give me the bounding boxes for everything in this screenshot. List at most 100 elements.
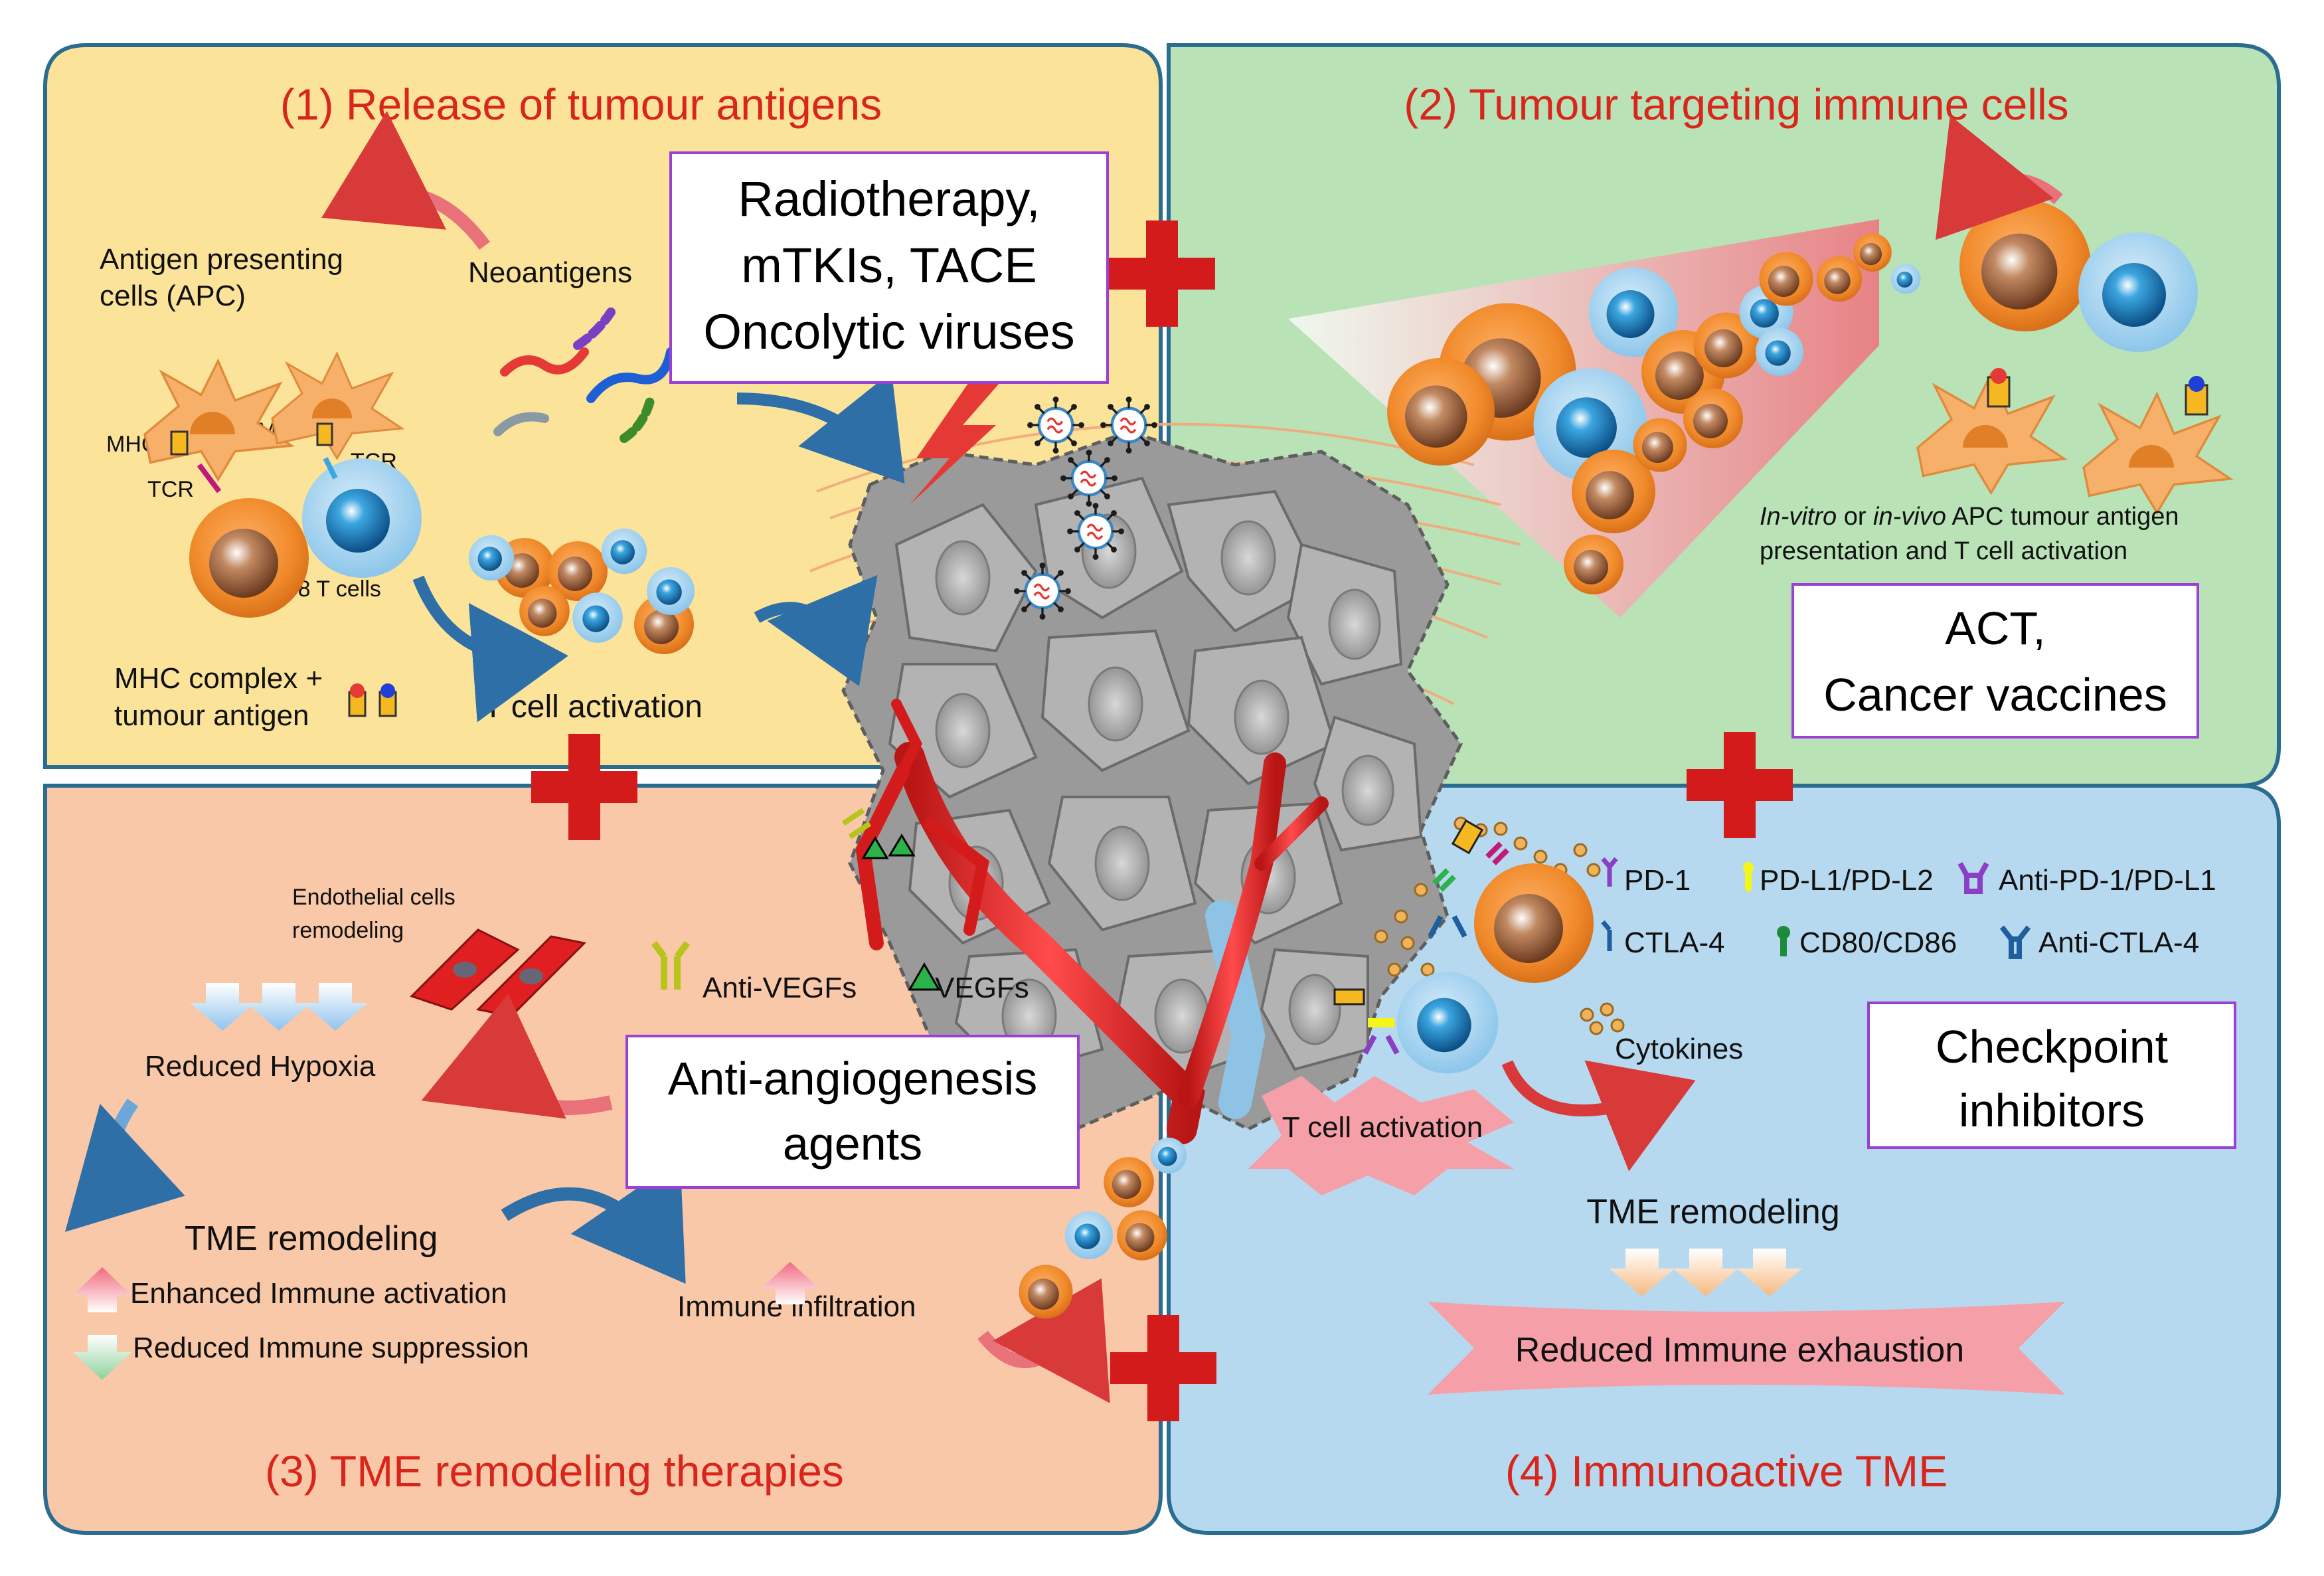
t-cell-icon (1564, 535, 1623, 594)
infiltration-arrow (736, 371, 905, 484)
legend-cd80: CD80/CD86 (1799, 926, 1957, 959)
neoantigen-icons (493, 307, 675, 443)
mhc-complex-icon (348, 683, 397, 717)
radiotherapy-line2: mTKIs, TACE (741, 238, 1037, 293)
act-line1: ACT, (1945, 602, 2046, 654)
t-cell-icon (189, 498, 309, 618)
t-cell-icon (647, 567, 695, 615)
down-arrow-icons (190, 983, 368, 1031)
infiltration-arrow (754, 574, 878, 687)
endothelial-label-line2: remodeling (292, 918, 404, 943)
tme-remodeling-label-q4: TME remodeling (1586, 1193, 1839, 1231)
activation-arrow (412, 575, 568, 723)
quadrant-4-title: (4) Immunoactive TME (1505, 1446, 1948, 1496)
t-cell-activation-burst: T cell activation (1248, 1076, 1514, 1195)
legend-ctla4: CTLA-4 (1624, 926, 1725, 959)
up-arrow-icon (73, 1267, 131, 1312)
invitro-rest: APC tumour antigen (1946, 503, 2179, 531)
t-cell-icon (1117, 1210, 1167, 1261)
legend-anti-ctla: Anti-CTLA-4 (2038, 926, 2199, 959)
tcr-icon (197, 463, 222, 493)
t-cell-activation-label-q4: T cell activation (1282, 1111, 1483, 1144)
invitro-italic-2: in-vivo (1873, 503, 1946, 531)
anti-angiogenesis-box: Anti-angiogenesis agents (625, 1035, 1080, 1189)
vegf-icon (908, 962, 941, 991)
anti-vegf-icon (651, 941, 690, 990)
q3-labels: Endothelial cells remodeling Reduced Hyp… (130, 885, 1029, 1364)
t-cell-icon (1633, 418, 1687, 472)
legend-pd1: PD-1 (1624, 864, 1691, 897)
mhc-complex-label-line2: tumour antigen (114, 699, 309, 732)
pdl-icon (1743, 862, 1754, 873)
t-cell-activation-label: T cell activation (483, 689, 703, 725)
t-cell-icon (1396, 972, 1499, 1074)
radiotherapy-line1: Radiotherapy, (738, 171, 1040, 226)
reduced-hypoxia-label: Reduced Hypoxia (145, 1050, 376, 1083)
checkpoint-molecules (1333, 819, 1509, 1055)
cycle-arrow (1935, 115, 2063, 240)
neoantigens-label: Neoantigens (468, 256, 632, 289)
radiotherapy-line3: Oncolytic viruses (703, 304, 1074, 359)
t-cell-icon (1683, 389, 1743, 448)
anti-ctla-icon (1999, 925, 2031, 959)
quadrant-3-title: (3) TME remodeling therapies (265, 1446, 844, 1496)
svg-text:In-vitro or in-vivo APC tumour: In-vitro or in-vivo APC tumour antigen (1760, 503, 2179, 531)
quadrant-1-title: (1) Release of tumour antigens (280, 80, 882, 129)
reduced-exhaustion-banner: Reduced Immune exhaustion (1428, 1302, 2065, 1395)
oncolytic-virus-icon (1067, 503, 1124, 560)
t-cell-icon (1759, 252, 1813, 306)
antigen-icon (1991, 368, 2007, 384)
t-cell-icon (1065, 1211, 1113, 1259)
reduced-suppression-label: Reduced Immune suppression (133, 1332, 529, 1364)
anti-pd-icon (1957, 862, 1989, 894)
invitro-or: or (1837, 503, 1873, 531)
act-line2: Cancer vaccines (1823, 669, 2167, 721)
reduced-exhaustion-label: Reduced Immune exhaustion (1515, 1331, 1964, 1369)
invitro-italic-1: In-vitro (1760, 503, 1837, 531)
flow-arrow (64, 1098, 185, 1232)
t-cell-icon (1019, 1265, 1073, 1319)
t-cell-icon (1474, 863, 1594, 983)
t-cell-icon (1387, 358, 1495, 466)
endothelial-label-line1: Endothelial cells (292, 885, 456, 910)
antiangio-line1: Anti-angiogenesis (668, 1053, 1037, 1104)
checkpoint-line2: inhibitors (1959, 1085, 2145, 1136)
cycle-arrow (321, 110, 490, 250)
oncolytic-virus-icon (1060, 450, 1118, 507)
invitro-caption: In-vitro or in-vivo APC tumour antigen p… (1760, 503, 2179, 565)
remodeling-arrow (421, 994, 613, 1119)
t-cell-icon (1959, 200, 2091, 331)
blood-vessels-icon (855, 699, 1329, 1144)
ctla4-icon (1601, 920, 1612, 951)
quadrant-2-title: (2) Tumour targeting immune cells (1404, 80, 2068, 129)
infiltration-arrow (977, 1278, 1110, 1403)
t-cell-icon (468, 535, 515, 581)
checkpoint-line1: Checkpoint (1936, 1021, 2168, 1073)
legend-anti-pd: Anti-PD-1/PD-L1 (1999, 864, 2216, 897)
t-cell-icon (572, 592, 623, 643)
pd1-icon (1601, 857, 1618, 887)
lightning-bolt-icon (910, 372, 1009, 505)
t-cell-icon (1756, 328, 1803, 376)
cytokines-label: Cytokines (1615, 1033, 1743, 1065)
legend-pdl: PD-L1/PD-L2 (1760, 864, 1934, 897)
mhc-complex-label-line1: MHC complex + (114, 662, 323, 695)
oncolytic-virus-icon (1027, 396, 1084, 454)
vessel-vegf-markers (841, 808, 916, 859)
anti-vegfs-label: Anti-VEGFs (703, 972, 857, 1004)
apc-label-line2: cells (APC) (100, 280, 246, 312)
t-cell-icon (1890, 264, 1921, 294)
down-arrow-icon (73, 1335, 131, 1380)
mhc-icon (170, 430, 189, 456)
cytokine-arrow (1501, 1060, 1696, 1172)
t-cell-icon (2078, 232, 2198, 352)
t-cell-icon (601, 528, 647, 574)
apc-label-line1: Antigen presenting (100, 243, 343, 276)
tcr-icon (323, 457, 338, 480)
tme-remodeling-label: TME remodeling (185, 1219, 438, 1258)
checkpoint-legend: PD-1 PD-L1/PD-L2 Anti-PD-1/PD-L1 CTLA-4 … (1601, 857, 2216, 959)
vegfs-label: VEGFs (935, 972, 1029, 1004)
t-cell-icon (302, 458, 422, 578)
flow-arrow (501, 1158, 686, 1284)
